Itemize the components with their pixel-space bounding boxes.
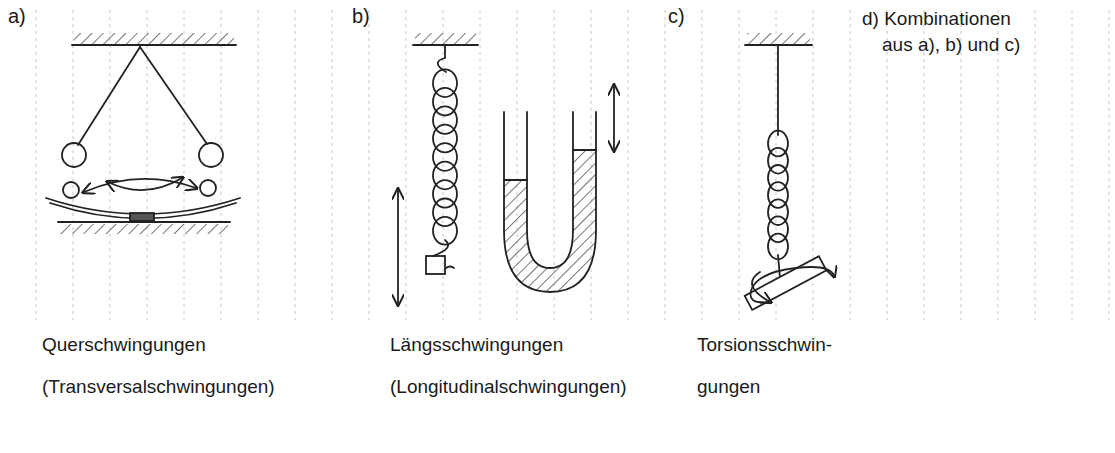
spring-hook — [433, 240, 448, 256]
caption-text: Querschwingungen — [42, 334, 206, 357]
caption-text: aus a), b) und c) — [882, 34, 1020, 57]
panel-letter: b) — [352, 4, 370, 28]
grid-line — [221, 10, 222, 320]
grid-line — [1035, 10, 1036, 320]
torsion-wire — [778, 255, 780, 278]
panel-letter: a) — [8, 4, 26, 28]
rotation-arrow — [750, 267, 834, 302]
grid-line — [184, 10, 185, 320]
curved-track — [46, 198, 240, 214]
caption-text: (Transversalschwingungen) — [42, 376, 275, 399]
torsion-wire — [777, 45, 779, 135]
grid-line — [406, 10, 407, 320]
u-tube-inner — [527, 112, 573, 268]
grid-line — [332, 10, 333, 320]
rolling-ball — [63, 182, 79, 198]
caption-text: Längsschwingungen — [390, 334, 563, 357]
caption-text: gungen — [697, 376, 760, 399]
caption-text: Torsionsschwin- — [697, 334, 832, 357]
liquid-level — [504, 179, 527, 181]
grid-line — [702, 10, 703, 320]
rotation-arrow — [752, 272, 770, 302]
pendulum-string — [78, 47, 140, 145]
grid-line — [36, 10, 37, 320]
grid-line — [258, 10, 259, 320]
grid-lines — [36, 10, 1109, 320]
motion-arrow — [613, 86, 615, 150]
u-tube-outer — [504, 112, 596, 292]
mass-block — [426, 256, 445, 274]
mass-hook — [446, 267, 454, 269]
grid-line — [73, 10, 74, 320]
spring-coil — [768, 131, 788, 260]
grid-line — [665, 10, 666, 320]
grid-line — [961, 10, 962, 320]
liquid-level — [573, 149, 596, 151]
grid-line — [369, 10, 370, 320]
spring-hook — [438, 45, 446, 72]
caption-text: d) Kombinationen — [862, 8, 1011, 31]
grid-line — [1072, 10, 1073, 320]
rolling-ball — [200, 180, 216, 196]
motion-arrow — [84, 179, 196, 192]
grid-line — [850, 10, 851, 320]
liquid — [504, 150, 596, 292]
caption-text: (Longitudinalschwingungen) — [390, 376, 627, 399]
pendulum-ball — [199, 143, 223, 167]
motion-arrow — [397, 190, 399, 304]
grid-line — [628, 10, 629, 320]
grid-line — [480, 10, 481, 320]
panel-letter: c) — [668, 4, 685, 28]
pendulum-string — [140, 47, 207, 144]
spring-coil — [433, 69, 457, 244]
grid-line — [1109, 10, 1110, 320]
grid-line — [739, 10, 740, 320]
grid-line — [924, 10, 925, 320]
grid-line — [110, 10, 111, 320]
grid-line — [998, 10, 999, 320]
grid-line — [295, 10, 296, 320]
floor — [58, 221, 230, 223]
grid-line — [887, 10, 888, 320]
motion-arrow — [108, 178, 182, 190]
pendulum-ball — [62, 143, 86, 167]
ceiling — [72, 33, 236, 45]
track-support — [130, 213, 154, 221]
